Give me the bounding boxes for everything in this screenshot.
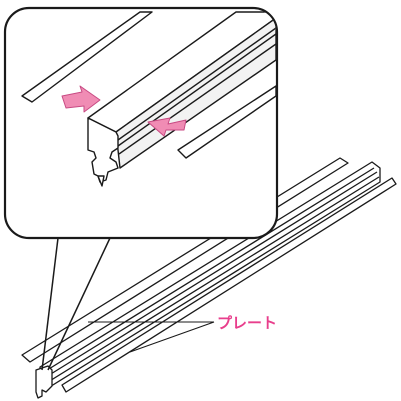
- plate-label: プレート: [217, 314, 277, 332]
- detail-callout: [5, 8, 277, 238]
- rubber-end-cap: [36, 366, 52, 398]
